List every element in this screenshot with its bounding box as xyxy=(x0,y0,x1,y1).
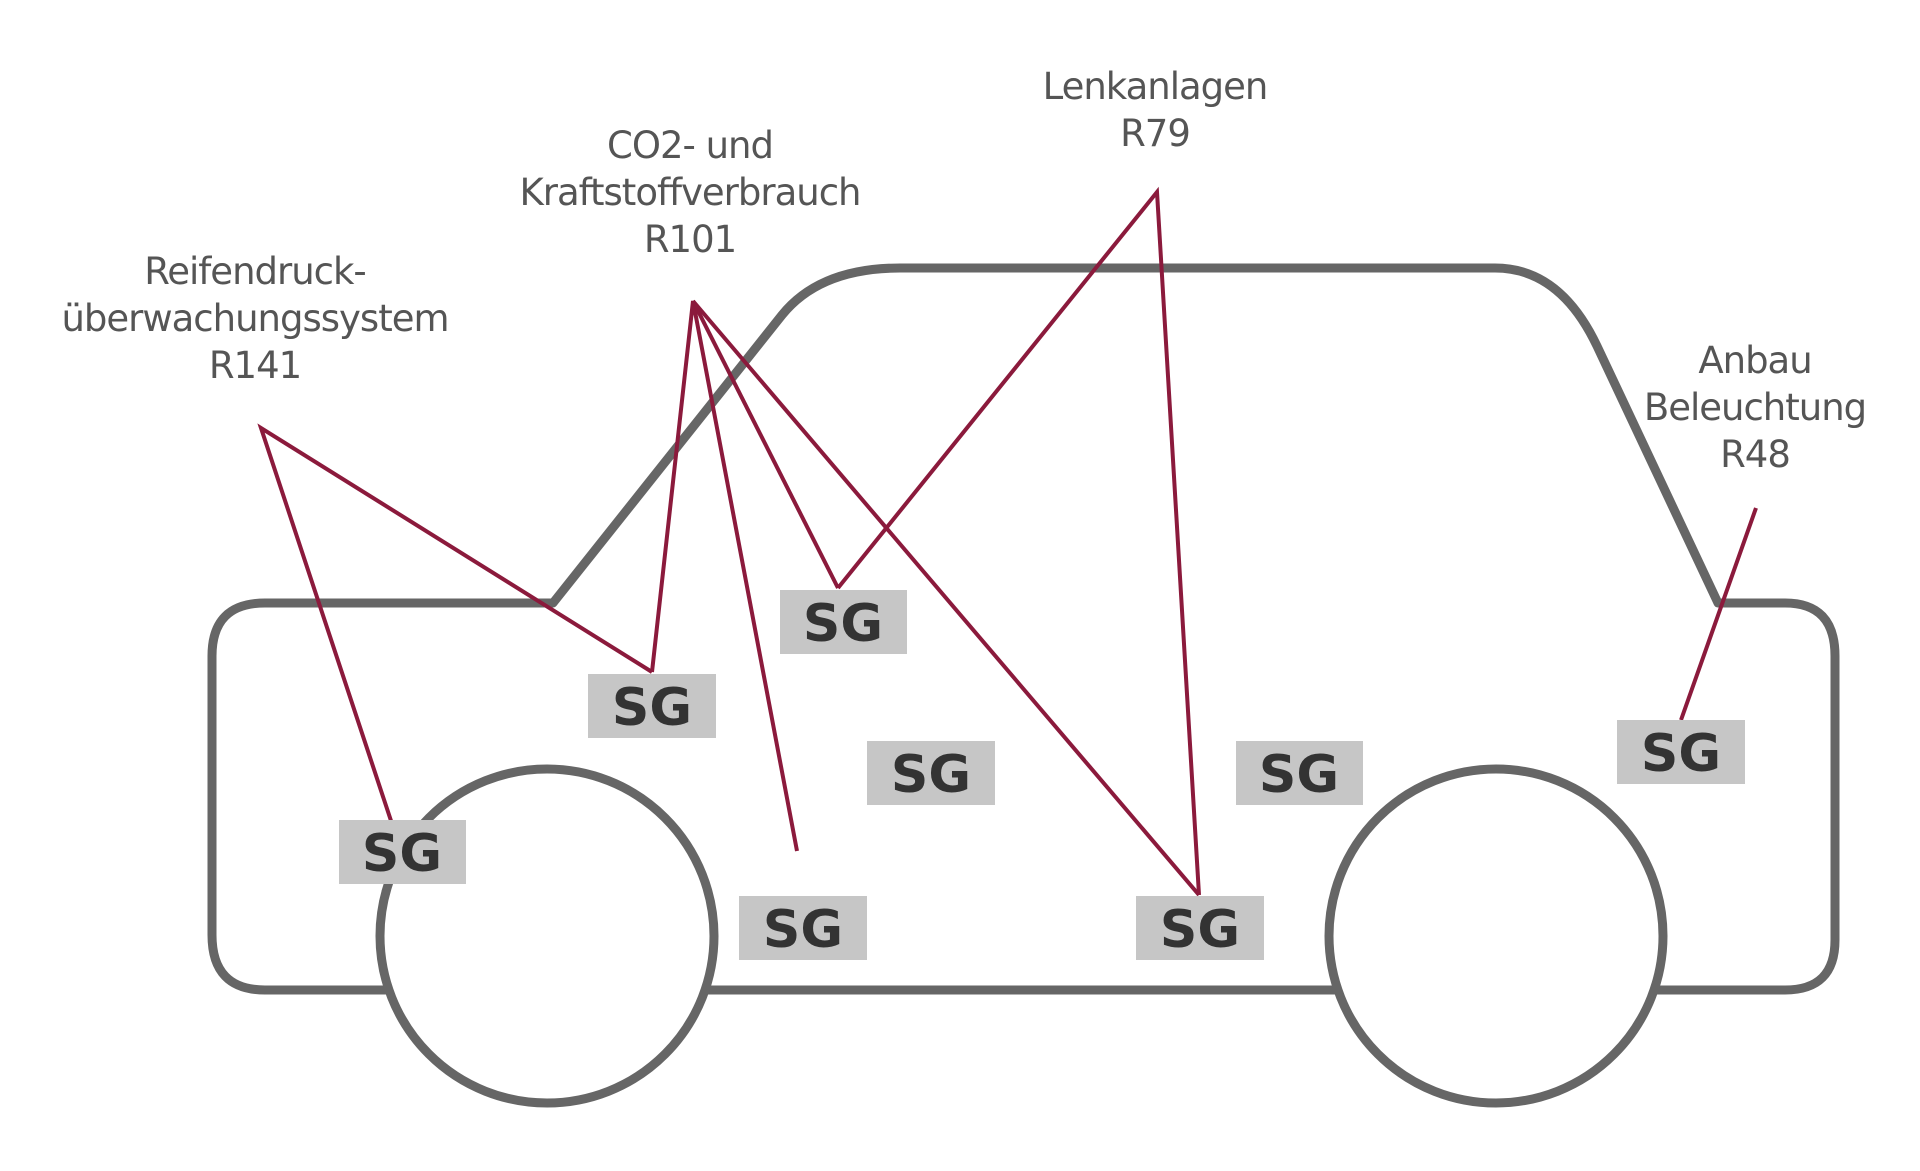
control-unit-box xyxy=(780,590,907,654)
label-tpms-line2: überwachungssystem xyxy=(61,297,449,340)
label-steering-code: R79 xyxy=(1120,112,1191,155)
front-wheel xyxy=(375,764,719,1108)
control-unit: SG xyxy=(1617,720,1745,784)
label-co2-line1: CO2- und xyxy=(607,124,774,167)
control-unit-label: SG xyxy=(1641,724,1721,784)
control-unit-box xyxy=(1617,720,1745,784)
label-lighting-code: R48 xyxy=(1720,433,1791,476)
control-unit-box xyxy=(867,741,995,805)
label-tpms-code: R141 xyxy=(208,344,302,387)
control-unit-label: SG xyxy=(362,824,442,884)
label-tpms-line1: Reifendruck- xyxy=(144,250,367,293)
label-lighting-line2: Beleuchtung xyxy=(1643,386,1867,429)
control-unit: SG xyxy=(867,741,995,805)
control-unit-box xyxy=(1136,896,1264,960)
co2-connector-3 xyxy=(691,299,1201,897)
control-unit: SG xyxy=(1236,741,1363,805)
control-unit-label: SG xyxy=(612,678,692,738)
label-lighting: Anbau Beleuchtung R48 xyxy=(1545,337,1920,478)
label-steering-line1: Lenkanlagen xyxy=(1042,65,1269,108)
connection-lines xyxy=(257,186,1758,897)
control-unit: SG xyxy=(780,590,907,654)
co2-connector-2 xyxy=(691,300,840,589)
control-unit-label: SG xyxy=(803,594,883,654)
control-unit-box xyxy=(1236,741,1363,805)
label-co2-code: R101 xyxy=(643,218,737,261)
rear-wheel xyxy=(1324,764,1668,1108)
control-unit: SG xyxy=(588,674,716,738)
control-unit: SG xyxy=(1136,896,1264,960)
control-unit-label: SG xyxy=(1160,900,1240,960)
lighting-connector xyxy=(1679,507,1758,721)
label-lighting-line1: Anbau xyxy=(1698,339,1812,382)
car-body-outline xyxy=(207,263,1840,995)
control-unit-box xyxy=(739,896,867,960)
label-tpms: Reifendruck- überwachungssystem R141 xyxy=(45,248,465,389)
control-unit-box xyxy=(588,674,716,738)
control-unit-box xyxy=(339,820,466,884)
control-unit-label: SG xyxy=(891,745,971,805)
steering-connector xyxy=(836,186,1201,896)
control-unit: SG xyxy=(739,896,867,960)
control-unit-label: SG xyxy=(1259,745,1339,805)
label-co2-line2: Kraftstoffverbrauch xyxy=(519,171,862,214)
control-unit-label: SG xyxy=(763,900,843,960)
control-unit: SG xyxy=(339,820,466,884)
label-steering: Lenkanlagen R79 xyxy=(945,63,1365,157)
label-co2: CO2- und Kraftstoffverbrauch R101 xyxy=(480,122,900,263)
tpms-connector xyxy=(257,423,654,852)
